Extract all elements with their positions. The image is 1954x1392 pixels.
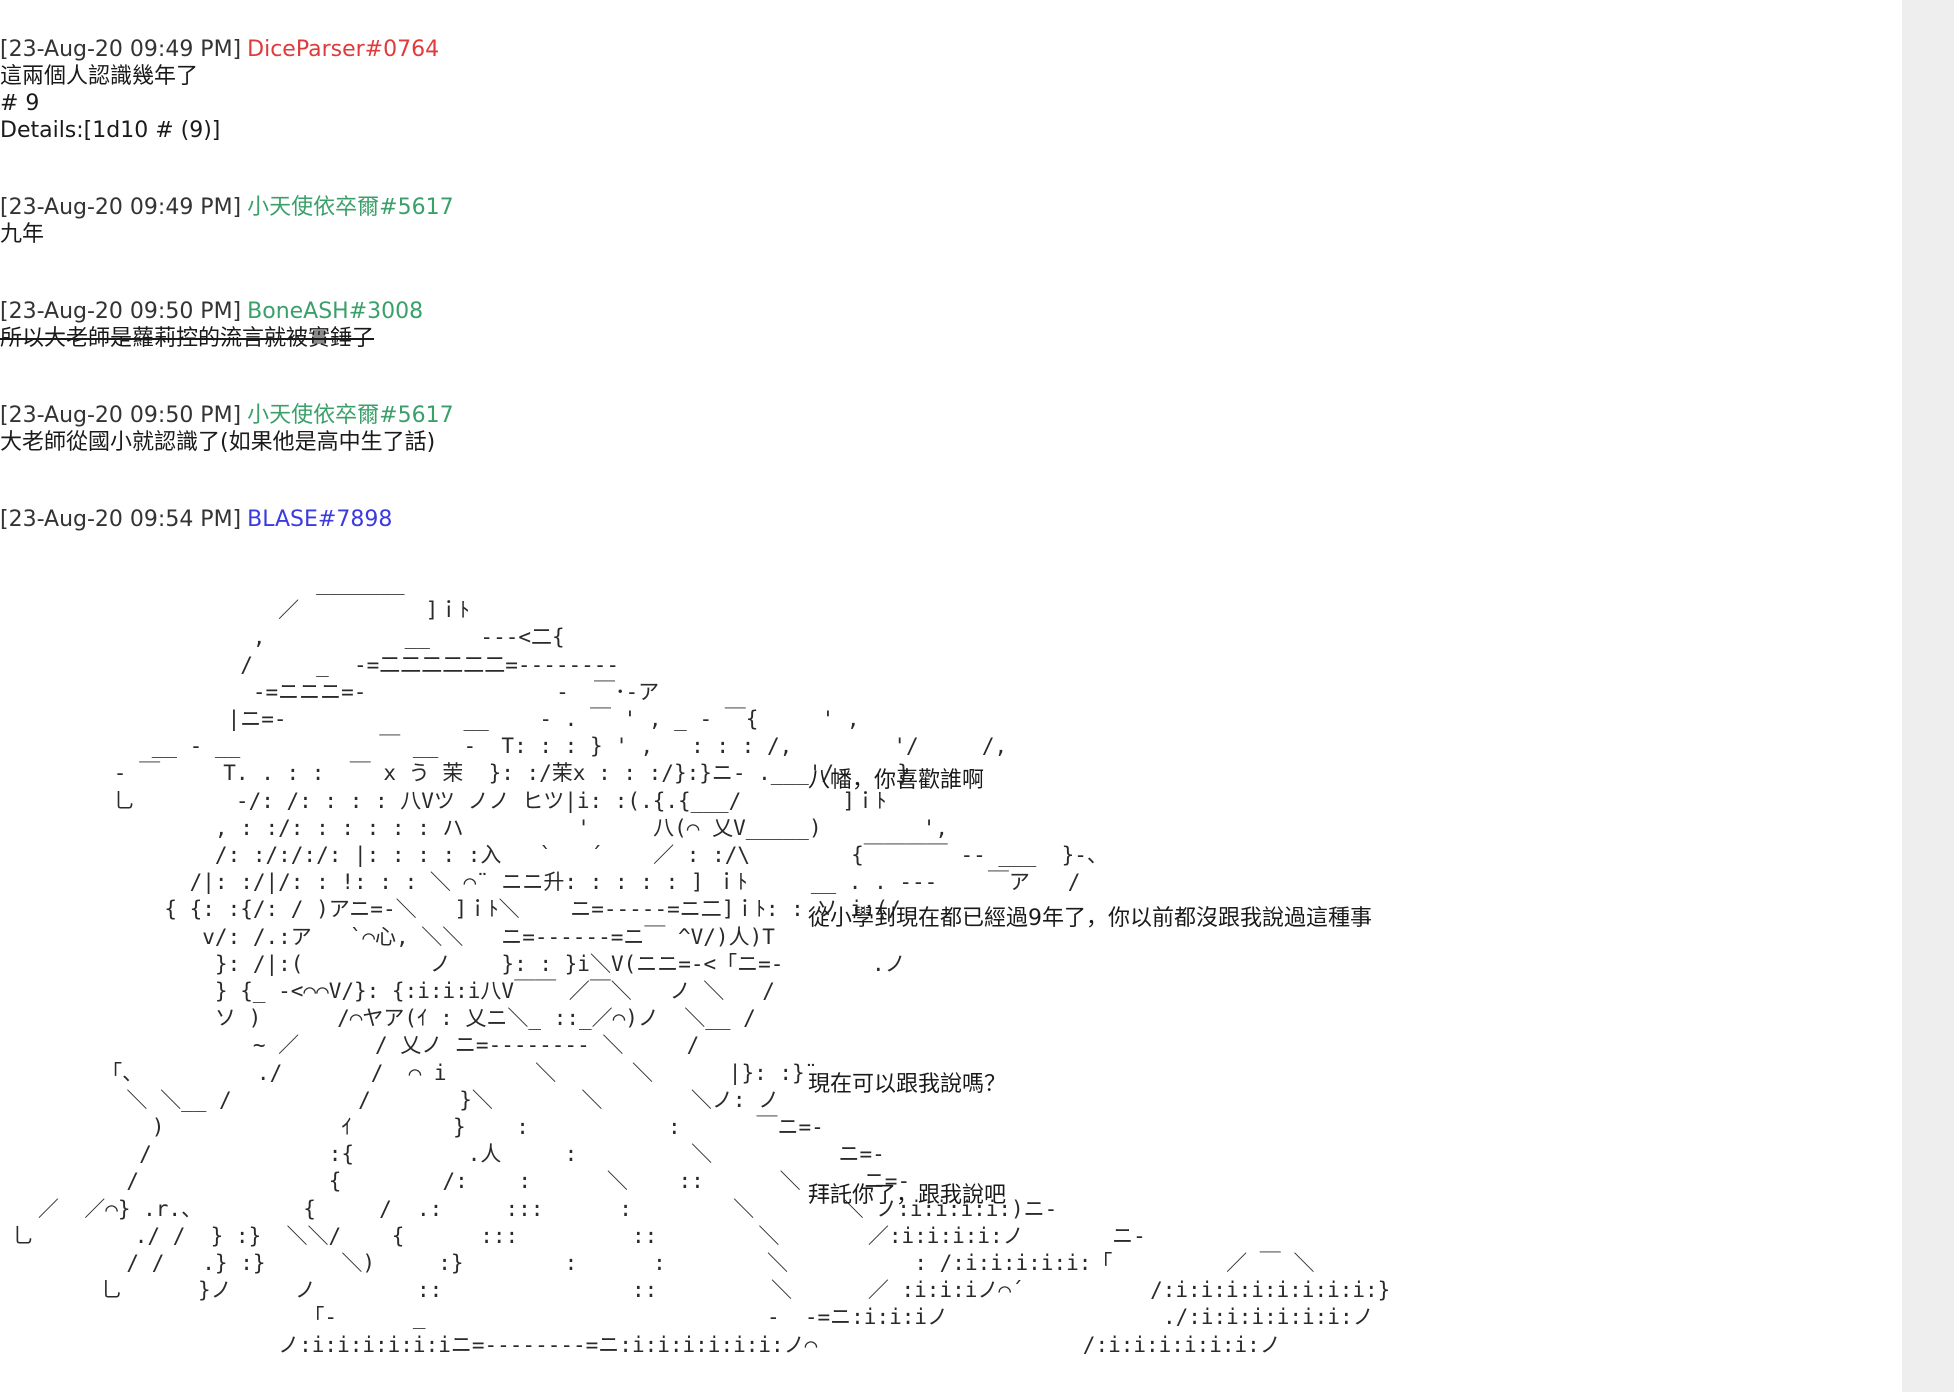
message-author[interactable]: 小天使依卒爾#5617	[247, 403, 454, 428]
speech-line: 八幡，你喜歡誰啊	[808, 768, 985, 793]
message-line: # 9	[0, 91, 40, 116]
message-timestamp: [23-Aug-20 09:49 PM]	[0, 37, 242, 62]
message-author[interactable]: BLASE#7898	[247, 507, 393, 532]
message-header: [23-Aug-20 09:50 PM]小天使依卒爾#5617	[0, 402, 900, 429]
message-header: [23-Aug-20 09:49 PM]小天使依卒爾#5617	[0, 194, 900, 221]
message-timestamp: [23-Aug-20 09:54 PM]	[0, 507, 242, 532]
chat-message: [23-Aug-20 09:49 PM]DiceParser#0764 這兩個人…	[0, 36, 900, 144]
chat-message: [23-Aug-20 09:50 PM]BoneASH#3008 所以大老師是蘿…	[0, 298, 900, 352]
speech-line: 現在可以跟我說嗎？	[808, 1072, 1007, 1097]
message-line-strikethrough: 所以大老師是蘿莉控的流言就被實錘了	[0, 326, 375, 351]
chat-message: [23-Aug-20 09:49 PM]小天使依卒爾#5617 九年	[0, 194, 900, 248]
message-timestamp: [23-Aug-20 09:50 PM]	[0, 403, 242, 428]
message-line: 九年	[0, 222, 45, 247]
message-author[interactable]: DiceParser#0764	[247, 37, 440, 62]
message-author[interactable]: BoneASH#3008	[247, 299, 424, 324]
message-timestamp: [23-Aug-20 09:49 PM]	[0, 195, 242, 220]
message-line: 大老師從國小就認識了(如果他是高中生了話)	[0, 430, 436, 455]
message-log: [23-Aug-20 09:49 PM]DiceParser#0764 這兩個人…	[0, 36, 900, 533]
chat-message: [23-Aug-20 09:50 PM]小天使依卒爾#5617 大老師從國小就認…	[0, 402, 900, 456]
speech-line: 拜託你了，跟我說吧	[808, 1183, 1007, 1208]
message-author[interactable]: 小天使依卒爾#5617	[247, 195, 454, 220]
message-timestamp: [23-Aug-20 09:50 PM]	[0, 299, 242, 324]
message-header: [23-Aug-20 09:54 PM]BLASE#7898	[0, 506, 900, 533]
ascii-art: _______ ／ ]ｉﾄ , __ ---<二{ / _ -=二二二二二二=-…	[0, 570, 1391, 1380]
chat-message: [23-Aug-20 09:54 PM]BLASE#7898	[0, 506, 900, 533]
message-line: 這兩個人認識幾年了	[0, 64, 199, 89]
page-gutter	[1902, 0, 1954, 1392]
message-header: [23-Aug-20 09:50 PM]BoneASH#3008	[0, 298, 900, 325]
message-line: Details:[1d10 # (9)]	[0, 118, 221, 143]
speech-line: 從小學到現在都已經過9年了，你以前都沒跟我說過這種事	[808, 906, 1372, 931]
message-header: [23-Aug-20 09:49 PM]DiceParser#0764	[0, 36, 900, 63]
ascii-art-text: _______ ／ ]ｉﾄ , __ ---<二{ / _ -=二二二二二二=-…	[12, 571, 1391, 1357]
